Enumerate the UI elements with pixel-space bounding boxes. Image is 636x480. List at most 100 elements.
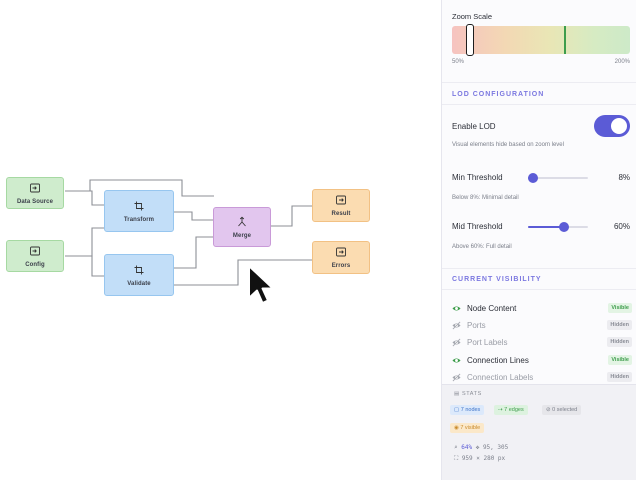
slider-thumb[interactable] bbox=[527, 173, 538, 183]
stats-title: ▤ STATS bbox=[454, 391, 482, 397]
visibility-row: Node Content Visible bbox=[452, 302, 632, 314]
zoom-position-readout: ⌕ 64% ✥ 95, 305 bbox=[454, 444, 508, 451]
node-config[interactable]: Config bbox=[6, 240, 64, 272]
min-threshold-slider[interactable] bbox=[527, 173, 588, 183]
zoom-scale-slider[interactable] bbox=[452, 24, 630, 56]
visibility-item-name: Ports bbox=[467, 320, 486, 330]
eye-off-icon bbox=[452, 373, 461, 381]
nodes-count: 7 nodes bbox=[460, 407, 481, 413]
slider-track bbox=[528, 177, 588, 179]
crop-icon bbox=[134, 265, 144, 274]
toggle-knob bbox=[611, 118, 627, 134]
node-label: Config bbox=[25, 261, 45, 268]
slider-thumb[interactable] bbox=[559, 222, 569, 232]
edges-count-chip: ⇢ 7 edges bbox=[494, 405, 528, 415]
eye-off-icon bbox=[452, 321, 461, 329]
visibility-section-title: CURRENT VISIBILITY bbox=[452, 276, 542, 283]
node-label: Result bbox=[331, 211, 351, 217]
visibility-row: Connection Lines Visible bbox=[452, 354, 632, 366]
zoom-scale-label: Zoom Scale bbox=[452, 12, 493, 21]
visible-count-chip: ◉ 7 visible bbox=[450, 423, 485, 433]
selected-count-chip: ⊘ 0 selected bbox=[542, 405, 582, 415]
merge-icon bbox=[238, 216, 246, 226]
edge-datasource-validate bbox=[65, 190, 104, 206]
mid-threshold-label: Mid Threshold bbox=[452, 222, 503, 231]
mid-threshold-help: Above 60%: Full detail bbox=[452, 244, 512, 250]
visibility-row: Ports Hidden bbox=[452, 319, 632, 331]
eye-icon bbox=[452, 357, 461, 363]
visibility-item-name: Connection Lines bbox=[467, 355, 529, 365]
node-label: Errors bbox=[331, 263, 351, 269]
zoom-min-label: 50% bbox=[452, 59, 465, 65]
divider bbox=[442, 289, 636, 290]
divider bbox=[442, 82, 636, 83]
node-label: Validate bbox=[127, 280, 151, 287]
mid-threshold-slider[interactable] bbox=[528, 222, 588, 232]
output-icon bbox=[336, 195, 346, 205]
status-badge: Hidden bbox=[607, 372, 632, 382]
zoom-scale-handle[interactable] bbox=[465, 24, 474, 56]
status-badge: Visible bbox=[608, 303, 632, 313]
input-icon bbox=[30, 183, 40, 192]
edge-transform-merge bbox=[174, 211, 214, 221]
nodes-count-chip: ▢ 7 nodes bbox=[450, 405, 485, 415]
edges-count: 7 edges bbox=[504, 407, 524, 413]
edge-config-transform bbox=[65, 227, 104, 257]
node-result[interactable]: Result bbox=[312, 189, 370, 222]
min-threshold-value: 8% bbox=[618, 173, 630, 182]
edge-validate-merge bbox=[174, 236, 214, 269]
output-icon bbox=[336, 247, 346, 257]
enable-lod-label: Enable LOD bbox=[452, 122, 496, 131]
input-icon bbox=[30, 246, 40, 255]
node-label: Data Source bbox=[16, 198, 54, 205]
visibility-item-name: Node Content bbox=[467, 303, 517, 313]
slider-fill bbox=[528, 226, 564, 228]
eye-icon bbox=[452, 305, 461, 311]
settings-panel: Zoom Scale 50% 200% LOD CONFIGURATION En… bbox=[441, 0, 636, 480]
lod-section-title: LOD CONFIGURATION bbox=[452, 91, 545, 98]
resize-icon: ⛶ bbox=[454, 455, 462, 462]
enable-lod-help: Visual elements hide based on zoom level bbox=[452, 142, 564, 148]
zoom-readout: 64% bbox=[461, 444, 473, 451]
node-merge[interactable]: Merge bbox=[213, 207, 271, 247]
status-badge: Visible bbox=[608, 355, 632, 365]
visibility-item-name: Port Labels bbox=[467, 337, 508, 347]
selected-count: 0 selected bbox=[552, 407, 578, 413]
connection-lines bbox=[65, 179, 312, 286]
node-data-source[interactable]: Data Source bbox=[6, 177, 64, 209]
node-label: Transform bbox=[123, 216, 155, 223]
layers-icon: ▤ bbox=[454, 391, 462, 397]
node-errors[interactable]: Errors bbox=[312, 241, 370, 274]
crop-icon bbox=[134, 201, 144, 210]
size-readout-row: ⛶ 959 × 280 px bbox=[454, 455, 505, 463]
visibility-item-name: Connection Labels bbox=[467, 372, 534, 382]
eye-off-icon bbox=[452, 338, 461, 346]
move-icon: ✥ bbox=[475, 444, 483, 451]
min-threshold-help: Below 8%: Minimal detail bbox=[452, 195, 519, 201]
flow-canvas[interactable]: Data Source Config Transform Validate Me… bbox=[0, 0, 441, 480]
stats-panel: ▤ STATS ▢ 7 nodes ⇢ 7 edges ⊘ 0 selected… bbox=[442, 384, 636, 480]
mid-threshold-value: 60% bbox=[613, 222, 630, 231]
stats-title-text: STATS bbox=[461, 391, 482, 397]
divider bbox=[442, 268, 636, 269]
divider bbox=[442, 104, 636, 105]
edge-validate-errors bbox=[174, 259, 312, 286]
zoom-icon: ⌕ bbox=[454, 444, 462, 451]
mouse-pointer-icon bbox=[248, 265, 274, 304]
position-readout: 95, 305 bbox=[482, 444, 509, 451]
node-label: Merge bbox=[232, 232, 252, 239]
zoom-max-label: 200% bbox=[614, 59, 630, 65]
visibility-row: Connection Labels Hidden bbox=[452, 371, 632, 383]
edge-merge-result bbox=[270, 205, 312, 227]
zoom-scale-marker bbox=[564, 26, 567, 54]
min-threshold-label: Min Threshold bbox=[452, 173, 503, 182]
node-validate[interactable]: Validate bbox=[104, 254, 174, 296]
visibility-row: Port Labels Hidden bbox=[452, 336, 632, 348]
visible-count: 7 visible bbox=[460, 425, 481, 431]
enable-lod-toggle[interactable] bbox=[594, 115, 630, 137]
status-badge: Hidden bbox=[607, 337, 632, 347]
size-readout: 959 × 280 px bbox=[461, 455, 506, 462]
status-badge: Hidden bbox=[607, 320, 632, 330]
node-transform[interactable]: Transform bbox=[104, 190, 174, 232]
